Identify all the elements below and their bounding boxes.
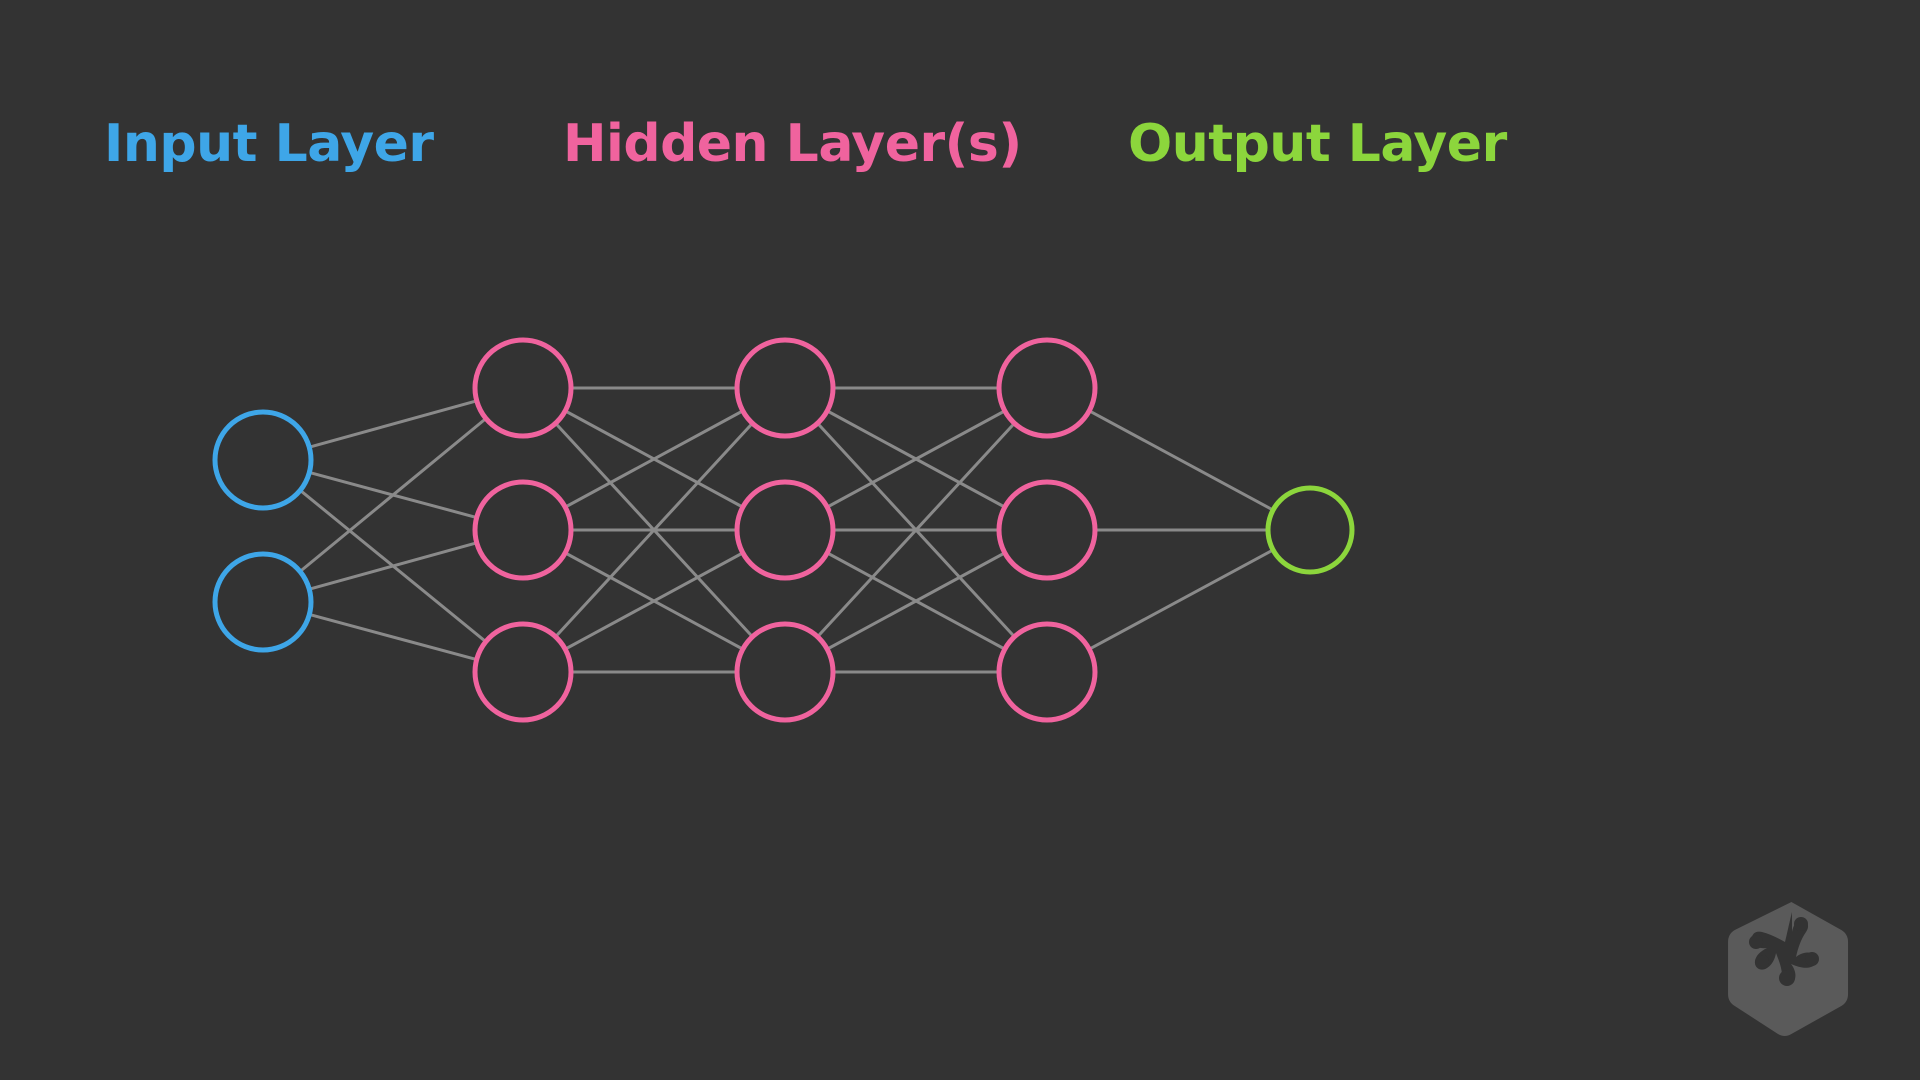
edges-group xyxy=(298,386,1275,674)
connection-edge xyxy=(307,612,479,662)
connection-edge xyxy=(298,417,488,573)
connection-edge xyxy=(563,409,745,509)
neuron-node-h1-1 xyxy=(472,337,574,439)
connection-edge xyxy=(554,421,754,639)
splat-glyph xyxy=(1749,912,1819,986)
neuron-node-out-1 xyxy=(1265,485,1355,575)
neuron-node-h2-2 xyxy=(734,479,836,581)
input-layer-heading: Input Layer xyxy=(104,114,434,174)
nodes-group xyxy=(212,337,1355,723)
neuron-node-h3-1 xyxy=(996,337,1098,439)
connection-edge xyxy=(816,421,1016,639)
connection-edge xyxy=(1087,409,1275,512)
connection-edge xyxy=(307,399,479,449)
neuron-node-h1-3 xyxy=(472,621,574,723)
neuron-node-h2-1 xyxy=(734,337,836,439)
connection-edge xyxy=(825,551,1007,651)
connection-edge xyxy=(825,409,1007,509)
output-layer-heading: Output Layer xyxy=(1128,114,1507,174)
connection-edge xyxy=(563,551,745,651)
hidden-layer-heading: Hidden Layer(s) xyxy=(563,114,1022,174)
neuron-node-in-2 xyxy=(212,551,314,653)
neuron-node-h2-3 xyxy=(734,621,836,723)
neuron-node-h3-3 xyxy=(996,621,1098,723)
neuron-node-h1-2 xyxy=(472,479,574,581)
connection-edge xyxy=(307,541,479,591)
neuron-node-in-1 xyxy=(212,409,314,511)
neuron-node-h3-2 xyxy=(996,479,1098,581)
codecademy-logo-watermark xyxy=(1728,902,1849,1036)
connection-edge xyxy=(1087,548,1275,651)
